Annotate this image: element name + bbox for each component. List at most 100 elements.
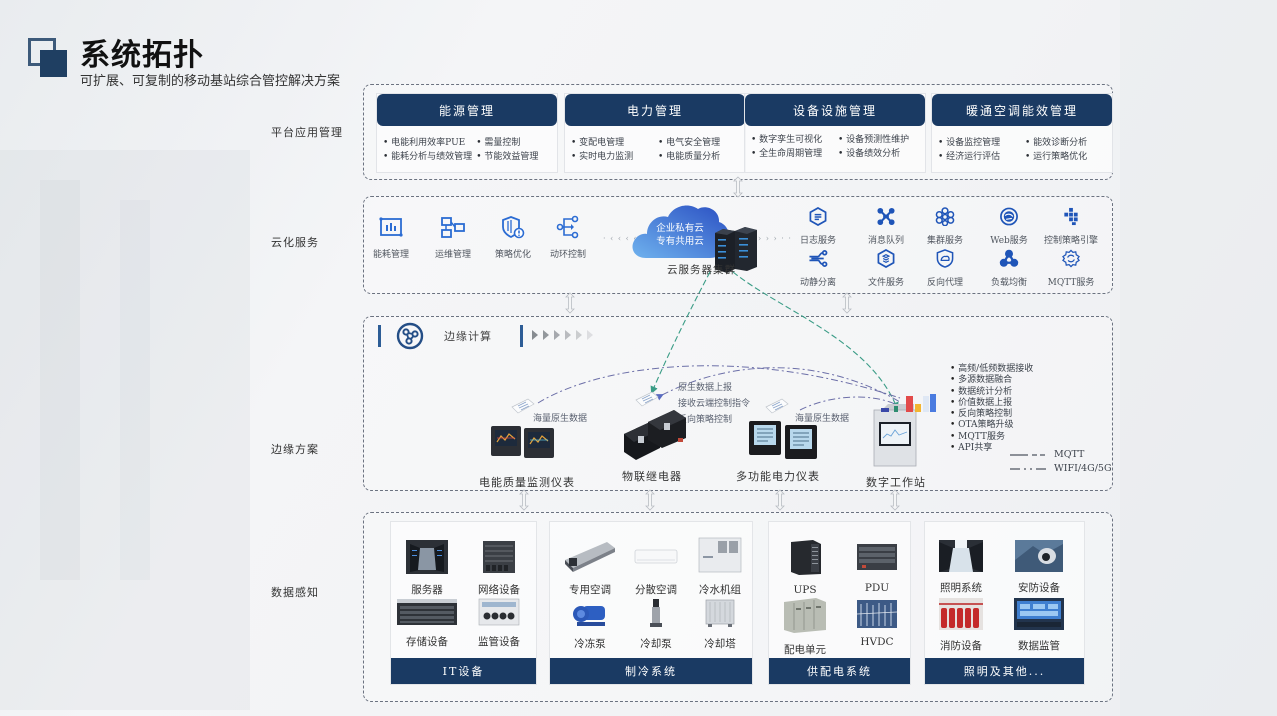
service-file[interactable]: 文件服务 — [853, 248, 919, 288]
device-storage[interactable]: 存储设备 — [391, 598, 463, 649]
chilled-pump-image — [573, 606, 605, 626]
layer-label-platform: 平台应用管理 — [271, 126, 343, 139]
service-energy-consumption[interactable]: 能耗管理 — [363, 215, 419, 260]
legend-mqtt: MQTT — [1010, 449, 1084, 460]
legend-line-mqtt — [1010, 453, 1045, 456]
device-label: 消防设备 — [940, 640, 982, 652]
service-static-split[interactable]: 动静分离 — [785, 249, 851, 288]
device-label: 专用空调 — [569, 584, 611, 596]
feature-item: 高频/低频数据接收 — [950, 364, 1033, 375]
legend-line-wifi — [1010, 467, 1046, 470]
logo — [28, 38, 68, 78]
page-subtitle: 可扩展、可复制的移动基站综合管控解决方案 — [80, 74, 341, 89]
service-strategy[interactable]: 策略优化 — [485, 215, 541, 260]
device-precision-ac[interactable]: 专用空调 — [554, 540, 626, 597]
document-icon — [635, 391, 659, 407]
platform-card-energy[interactable]: 能源管理 电能利用效率PUE 需量控制 能耗分析与绩效管理 节能效益管理 — [376, 93, 558, 173]
card-title: 设备设施管理 — [745, 94, 925, 126]
card-item: 全生命周期管理 — [751, 146, 834, 159]
card-item: 电气安全管理 — [658, 135, 741, 148]
branch-control-icon — [556, 215, 579, 239]
service-log[interactable]: 日志服务 — [785, 206, 851, 246]
relay-note: 接收云端控制指令 — [678, 399, 751, 409]
edge-bar-left — [378, 325, 381, 347]
device-distribution-unit[interactable]: 配电单元 — [769, 596, 841, 657]
service-mq[interactable]: 消息队列 — [853, 207, 919, 246]
document-icon — [511, 398, 535, 414]
service-reverse-proxy[interactable]: 反向代理 — [912, 249, 978, 288]
feature-item: 价值数据上报 — [950, 398, 1033, 409]
device-label: HVDC — [860, 636, 894, 648]
progress-arrows — [532, 330, 593, 340]
updown-arrow — [565, 292, 575, 314]
service-label: 负载均衡 — [990, 278, 1027, 288]
cooling-pump-image — [650, 599, 662, 627]
device-chilled-pump[interactable]: 冷冻泵 — [554, 598, 626, 651]
device-network[interactable]: 网络设备 — [463, 540, 535, 597]
card-item: 设备绩效分析 — [838, 146, 921, 159]
device-label: 分散空调 — [635, 584, 677, 596]
card-item: 变配电管理 — [571, 135, 654, 148]
group-title: IT设备 — [391, 658, 536, 684]
storage-array-image — [397, 599, 457, 625]
device-lighting[interactable]: 照明系统 — [925, 540, 997, 595]
service-mqtt[interactable]: MQTT服务 — [1038, 249, 1104, 288]
card-item: 需量控制 — [476, 135, 553, 148]
card-item: 实时电力监测 — [571, 149, 654, 162]
card-item: 数字孪生可视化 — [751, 132, 834, 145]
digital-workstation-image[interactable] — [870, 392, 940, 468]
card-item: 电能利用效率PUE — [383, 135, 472, 148]
platform-card-hvac[interactable]: 暖通空调能效管理 设备监控管理 能效诊断分析 经济运行评估 运行策略优化 — [931, 93, 1113, 173]
device-cooling-tower[interactable]: 冷却塔 — [684, 598, 756, 651]
sensing-group-power: UPS PDU 配电单元 HVDC 供配电系统 — [768, 521, 911, 685]
cloud-type-label: 企业私有云 专有共用云 — [648, 222, 712, 248]
card-item: 电能质量分析 — [658, 149, 741, 162]
service-cluster[interactable]: 集群服务 — [912, 207, 978, 246]
platform-card-facility[interactable]: 设备设施管理 数字孪生可视化 设备预测性维护 全生命周期管理 设备绩效分析 — [744, 93, 926, 173]
relay-note: 原生数据上报 — [678, 383, 733, 393]
service-env-control[interactable]: 动环控制 — [540, 215, 596, 260]
chiller-image — [698, 537, 742, 573]
device-note: 海量原生数据 — [533, 414, 588, 424]
device-label: 数据监管 — [1018, 640, 1060, 652]
device-data-monitoring[interactable]: 数据监管 — [1003, 598, 1075, 653]
service-load-balance[interactable]: 负载均衡 — [976, 249, 1042, 288]
multifunction-meter-image[interactable] — [748, 420, 818, 460]
cloud-line-shared: 专有共用云 — [656, 236, 704, 247]
feature-item: MQTT服务 — [950, 432, 1033, 443]
service-label: 能耗管理 — [372, 250, 409, 260]
device-hvdc[interactable]: HVDC — [841, 600, 913, 648]
device-monitor[interactable]: 监管设备 — [463, 598, 535, 649]
feature-item: 多源数据融合 — [950, 375, 1033, 386]
device-pdu[interactable]: PDU — [841, 540, 913, 594]
device-security[interactable]: 安防设备 — [1003, 540, 1075, 595]
device-fire[interactable]: 消防设备 — [925, 598, 997, 653]
split-ac-image — [634, 549, 678, 564]
feature-item: 反向策略控制 — [950, 409, 1033, 420]
service-web[interactable]: Web服务 — [976, 207, 1042, 246]
device-split-ac[interactable]: 分散空调 — [620, 540, 692, 597]
power-quality-meter-image[interactable] — [490, 424, 556, 460]
updown-arrow — [645, 489, 655, 511]
device-label: 存储设备 — [406, 636, 448, 648]
updown-arrow — [842, 292, 852, 314]
card-item: 运行策略优化 — [1025, 149, 1108, 162]
service-strategy-engine[interactable]: 控制策略引擎 — [1038, 207, 1104, 246]
edge-bar-right — [520, 325, 523, 347]
layer-label-edge: 边缘方案 — [271, 443, 319, 456]
sensing-group-lighting: 照明系统 安防设备 消防设备 数据监管 照明及其他... — [924, 521, 1085, 685]
device-ups[interactable]: UPS — [769, 538, 841, 596]
service-operations[interactable]: 运维管理 — [425, 215, 481, 260]
service-label: 集群服务 — [926, 236, 963, 246]
card-item: 能效诊断分析 — [1025, 135, 1108, 148]
iot-relay-image[interactable] — [620, 408, 688, 460]
device-chiller[interactable]: 冷水机组 — [684, 536, 756, 597]
server-room-image — [406, 540, 448, 574]
platform-card-power[interactable]: 电力管理 变配电管理 电气安全管理 实时电力监测 电能质量分析 — [564, 93, 746, 173]
device-cooling-pump[interactable]: 冷却泵 — [620, 598, 692, 651]
mqtt-gear-icon — [1062, 249, 1080, 268]
device-server[interactable]: 服务器 — [391, 540, 463, 597]
service-label: 控制策略引擎 — [1043, 236, 1098, 246]
cloud-icon — [632, 205, 730, 258]
device-label: 数字工作站 — [866, 476, 926, 489]
